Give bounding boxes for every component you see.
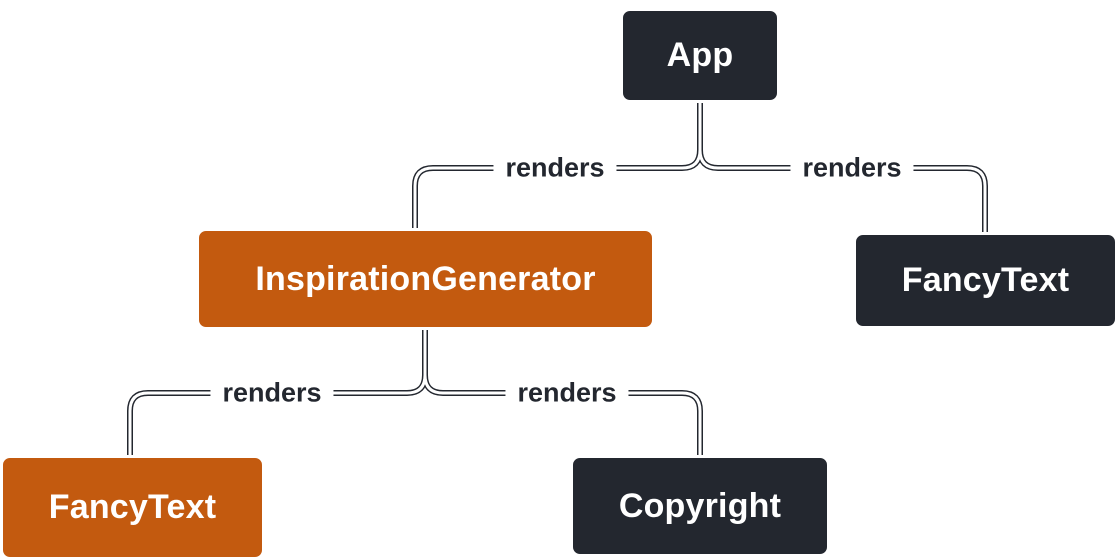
node-app: App xyxy=(620,8,780,103)
node-inspiration-generator: InspirationGenerator xyxy=(196,228,655,330)
edge-label-renders-inspirationgenerator-copyright: renders xyxy=(505,375,629,411)
edge-label-renders-inspirationgenerator-fancytext: renders xyxy=(210,375,334,411)
edge-label-renders-app-fancytext: renders xyxy=(790,150,914,186)
node-copyright: Copyright xyxy=(570,455,830,557)
node-fancytext-bottom: FancyText xyxy=(0,455,265,560)
node-fancytext-top: FancyText xyxy=(853,232,1118,329)
edge-label-renders-app-inspirationgenerator: renders xyxy=(493,150,617,186)
